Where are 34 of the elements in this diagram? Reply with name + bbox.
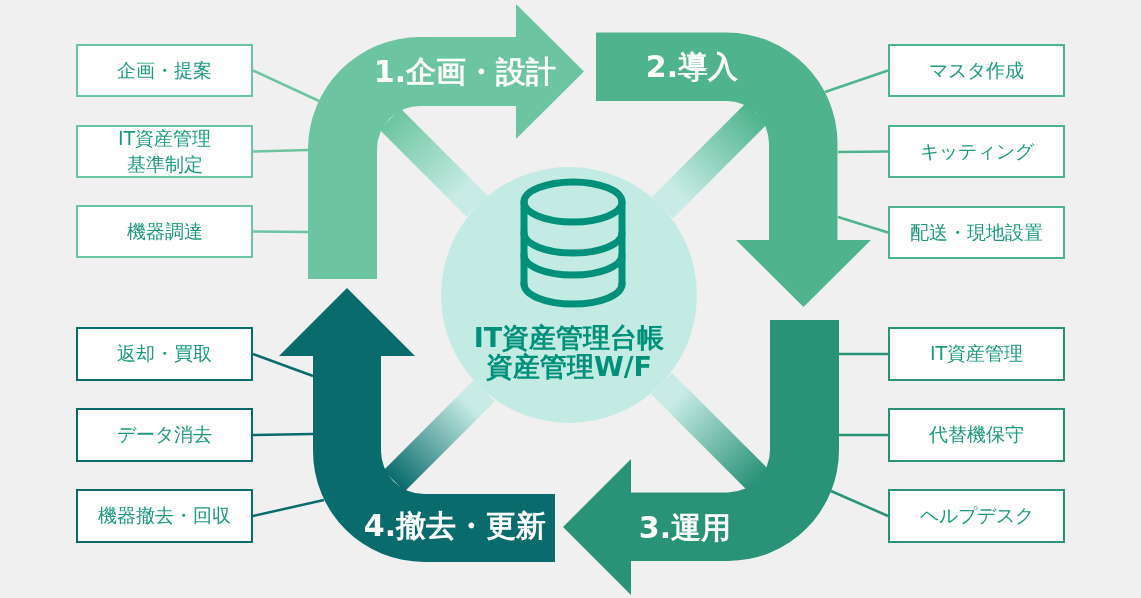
leader-line: [824, 69, 889, 94]
leader-line: [837, 215, 889, 234]
step-box: ヘルプデスク: [888, 489, 1065, 543]
step-box: 返却・買取: [76, 327, 253, 381]
step-box: マスタ作成: [888, 44, 1065, 97]
leader-line: [839, 352, 888, 356]
leader-line: [830, 489, 889, 518]
leader-line: [253, 230, 308, 234]
step-box: 機器撤去・回収: [76, 489, 253, 543]
step-box: 配送・現地設置: [888, 206, 1065, 259]
leader-line: [252, 352, 314, 378]
leader-line: [839, 433, 888, 437]
leader-line: [252, 69, 320, 103]
hub-label: 資産管理W/F: [485, 352, 653, 380]
step-box: IT資産管理: [888, 327, 1065, 381]
connector-band: [651, 102, 768, 219]
leader-line: [252, 498, 325, 518]
connector-band: [383, 380, 495, 492]
step-box: 企画・提案: [76, 44, 253, 97]
leader-line: [838, 150, 888, 154]
step-box: 代替機保守: [888, 408, 1065, 462]
leader-line: [252, 432, 314, 437]
leader-line: [252, 148, 309, 153]
phase-label: 3.運用: [638, 510, 732, 546]
step-box: IT資産管理基準制定: [76, 125, 253, 178]
connector-band: [379, 108, 488, 217]
step-box: キッティング: [888, 125, 1065, 178]
connector-band: [650, 372, 769, 491]
step-box: 機器調達: [76, 205, 253, 258]
step-box: データ消去: [76, 408, 253, 462]
phase-label: 1.企画・設計: [373, 54, 557, 90]
phase-label: 4.撤去・更新: [363, 508, 547, 544]
hub-label: IT資産管理台帳: [473, 323, 665, 351]
phase-label: 2.導入: [645, 49, 739, 85]
